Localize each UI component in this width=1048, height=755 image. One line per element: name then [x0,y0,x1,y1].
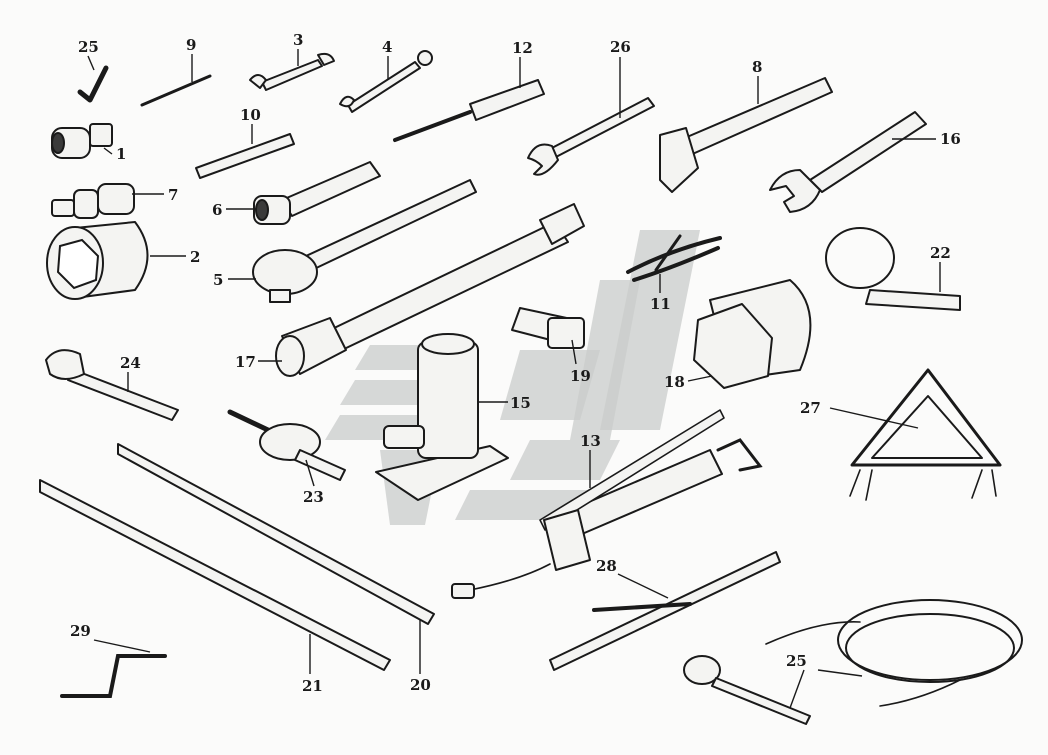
label-20: 20 [410,676,431,694]
allen-key-part-25 [77,65,109,103]
open-wrench-part-26 [527,97,655,176]
hex-socket-part-18 [693,279,812,389]
label-3: 3 [293,31,303,49]
strap-wrench-part-22 [825,227,961,311]
label-22: 22 [930,244,951,262]
pin-punch-part-9 [140,74,212,107]
label-6: 6 [212,201,222,219]
universal-joint-part-7 [51,183,135,219]
socket-adapter-part-1 [51,123,113,159]
label-27: 27 [800,399,821,417]
socket-bar-part-17 [275,203,585,377]
open-wrench-part-3 [249,52,335,91]
ratchet-part-5 [252,179,477,303]
spanner-part-24 [45,349,179,421]
label-9: 9 [186,36,196,54]
label-28: 28 [596,557,617,575]
label-7: 7 [168,186,178,204]
hammer-part-8 [659,77,833,193]
crank-part-29 [60,654,167,698]
label-12: 12 [512,39,533,57]
warning-triangle-part-27 [849,368,1002,501]
label-2: 2 [190,248,200,266]
bottle-jack-part-15 [375,333,509,501]
chisel-part-10 [195,133,295,179]
pliers-part-11 [626,234,722,282]
label-15: 15 [510,394,531,412]
label-13: 13 [580,432,601,450]
label-29: 29 [70,622,91,640]
label-21: 21 [302,677,323,695]
label-4: 4 [382,38,392,56]
label-11: 11 [650,295,671,313]
spark-plug-socket-part-19 [511,307,585,349]
inspection-lamp-part-25 [683,599,1023,725]
grease-gun-part-13 [451,409,763,599]
long-bar-part-21 [39,479,391,671]
label-19: 19 [570,367,591,385]
label-1: 1 [116,145,126,163]
label-23: 23 [303,488,324,506]
label-25-bottom: 25 [786,652,807,670]
screwdriver-part-12 [393,79,545,142]
large-socket-part-2 [46,221,149,300]
label-16: 16 [940,130,961,148]
label-25-top: 25 [78,38,99,56]
extension-bar-part-6 [253,161,381,225]
label-24: 24 [120,354,141,372]
label-5: 5 [213,271,223,289]
label-18: 18 [664,373,685,391]
adjustable-wrench-part-16 [769,111,927,213]
label-10: 10 [240,106,261,124]
long-bar-part-20 [117,443,435,625]
t-handle-part-28 [549,551,781,671]
wheel-nut-tool-part-23 [227,409,346,481]
label-17: 17 [235,353,256,371]
label-26: 26 [610,38,631,56]
label-8: 8 [752,58,762,76]
box-wrench-part-4 [339,50,433,113]
